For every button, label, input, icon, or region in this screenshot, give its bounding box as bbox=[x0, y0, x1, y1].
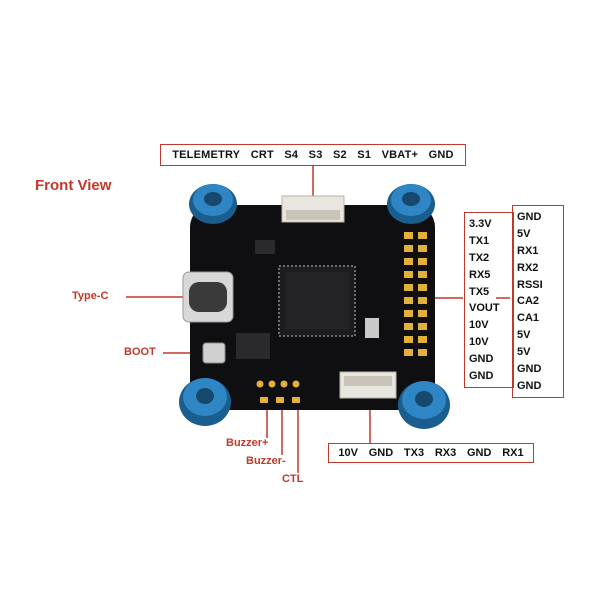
pad-label: VBAT+ bbox=[381, 149, 419, 161]
pad-label: GND bbox=[428, 149, 454, 161]
pad-label: S2 bbox=[332, 149, 347, 161]
pad-label: GND bbox=[517, 211, 542, 223]
standoff-bottom-left bbox=[179, 378, 231, 426]
pad-label: S4 bbox=[284, 149, 299, 161]
pad-label: 10V bbox=[338, 447, 358, 459]
view-title: Front View bbox=[35, 177, 112, 194]
pad-label: TELEMETRY bbox=[172, 149, 241, 161]
pad-label: 3.3V bbox=[469, 218, 492, 230]
regulator bbox=[236, 333, 270, 359]
standoff-top-left bbox=[189, 184, 237, 224]
pad-label: TX1 bbox=[469, 234, 490, 247]
pad-label: VOUT bbox=[469, 302, 500, 315]
inner-pad-labels: 3.3V TX1 TX2 RX5 TX5 VOUT 10V 10V GND GN… bbox=[464, 212, 514, 388]
buzzer-pads bbox=[256, 380, 300, 403]
type-c-label: Type-C bbox=[72, 290, 109, 302]
buzzer-plus-label: Buzzer+ bbox=[226, 437, 269, 449]
pad-label: CA2 bbox=[517, 295, 540, 308]
pad-label: GND bbox=[467, 447, 492, 459]
pad-label: RSSI bbox=[517, 278, 543, 291]
pad-label: GND bbox=[517, 379, 542, 392]
pad-label: RX1 bbox=[502, 447, 524, 459]
pad-label: CRT bbox=[250, 149, 274, 161]
pad-label: CA1 bbox=[517, 312, 540, 325]
pad-label: 5V bbox=[517, 346, 531, 359]
mcu-chip bbox=[278, 265, 356, 337]
pad-label: S1 bbox=[357, 149, 372, 161]
bottom-connector bbox=[339, 371, 397, 399]
pad-label: RX3 bbox=[434, 447, 457, 459]
pad-label: 10V bbox=[469, 319, 489, 332]
crystal bbox=[365, 318, 379, 338]
pad-label: GND bbox=[368, 447, 394, 459]
small-ic bbox=[255, 240, 275, 254]
pad-label: GND bbox=[517, 363, 542, 376]
pad-label: S3 bbox=[308, 149, 323, 161]
pad-label: GND bbox=[469, 353, 494, 366]
pad-label: TX3 bbox=[403, 447, 425, 459]
pad-label: RX2 bbox=[517, 261, 539, 274]
pad-label: RX1 bbox=[517, 244, 539, 257]
pad-label: 5V bbox=[517, 329, 531, 342]
boot-button bbox=[202, 342, 226, 364]
pad-label: GND bbox=[469, 370, 494, 383]
pad-label: 5V bbox=[517, 227, 531, 240]
top-connector bbox=[281, 195, 345, 223]
standoff-bottom-right bbox=[398, 381, 450, 429]
pad-label: RX5 bbox=[469, 268, 491, 281]
right-solder-pads bbox=[404, 232, 427, 356]
standoff-top-right bbox=[387, 184, 435, 224]
ctl-label: CTL bbox=[282, 473, 304, 485]
usb-type-c-port bbox=[182, 271, 234, 323]
top-pad-labels: TELEMETRY CRT S4 S3 S2 S1 VBAT+ GND bbox=[160, 144, 466, 166]
bottom-pad-labels: 10V GND TX3 RX3 GND RX1 bbox=[328, 443, 534, 463]
buzzer-minus-label: Buzzer- bbox=[246, 455, 286, 467]
pad-label: 10V bbox=[469, 336, 489, 349]
pad-label: TX2 bbox=[469, 251, 490, 264]
pad-label: TX5 bbox=[469, 285, 490, 298]
boot-label: BOOT bbox=[124, 346, 156, 358]
outer-pad-labels: GND 5V RX1 RX2 RSSI CA2 CA1 5V 5V GND GN… bbox=[512, 205, 564, 398]
